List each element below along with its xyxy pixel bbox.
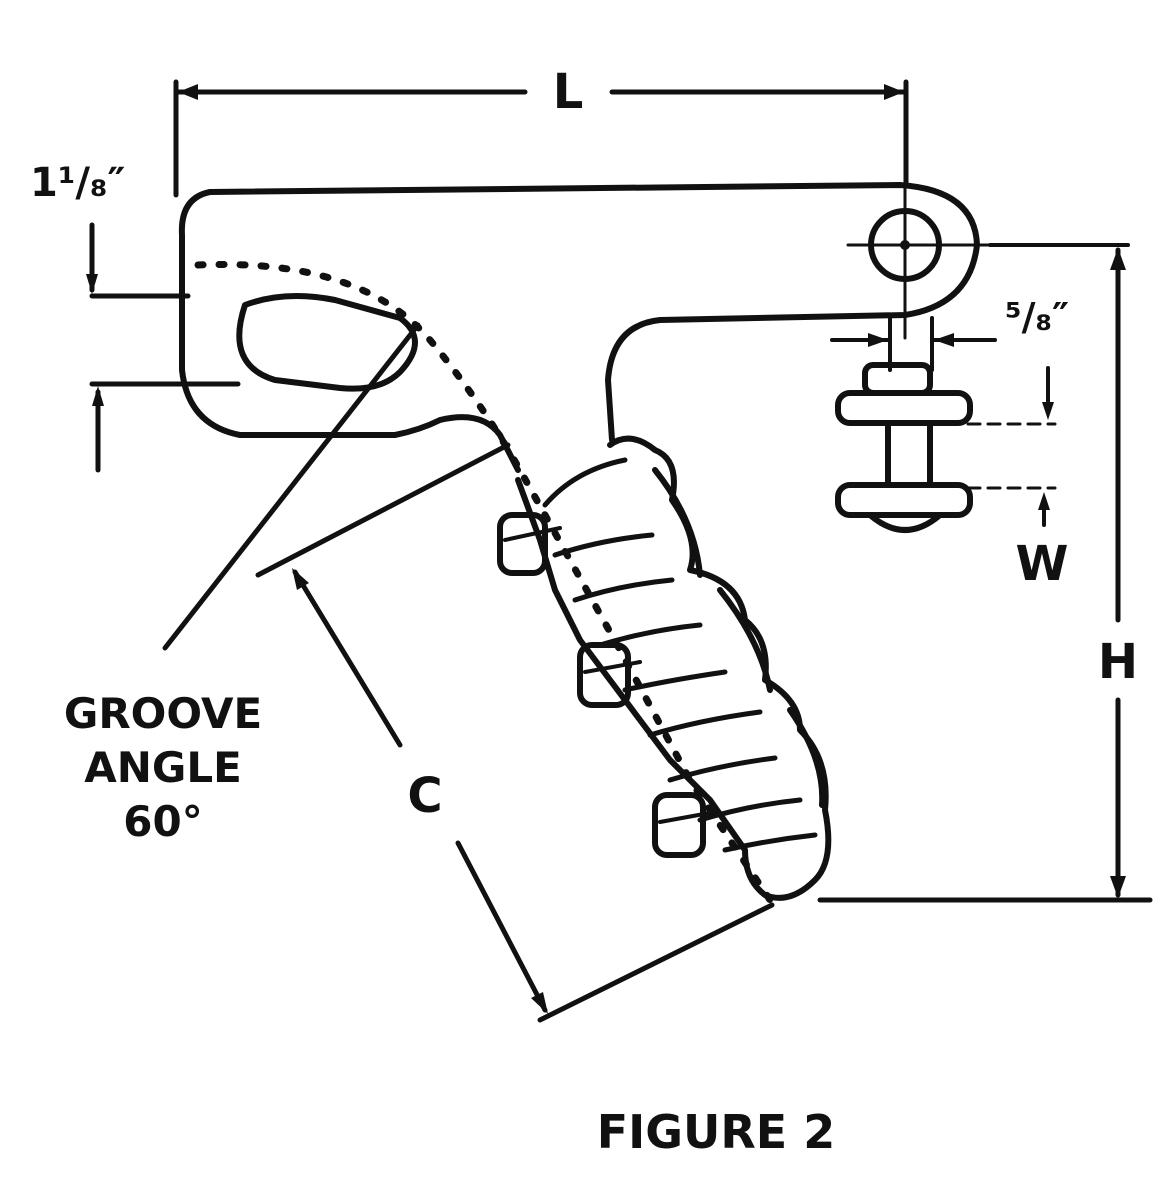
dimension-l-label: L [553, 64, 584, 120]
dimension-l: L [173, 64, 909, 198]
dimension-w-label: W [1016, 536, 1069, 592]
dimension-c-label: C [407, 768, 442, 824]
clevis-pin: ⁵/₈″ W [830, 295, 1069, 592]
dimension-pin-label: ⁵/₈″ [1005, 295, 1069, 339]
figure-caption: FIGURE 2 [597, 1105, 836, 1159]
clamp-body [178, 168, 997, 904]
nut-1 [497, 512, 562, 576]
dimension-clevis-offset-label: 1¹/₈″ [30, 160, 125, 206]
nut-2 [577, 642, 642, 708]
dimension-h-label: H [1098, 634, 1138, 690]
groove-angle-callout: GROOVE ANGLE 60° [64, 322, 421, 846]
dimension-clevis-offset: 1¹/₈″ [30, 160, 241, 473]
dimension-c: C [255, 442, 775, 1023]
groove-angle-line1: GROOVE [64, 689, 262, 738]
groove-angle-line2: ANGLE [84, 743, 242, 792]
groove-angle-line3: 60° [123, 797, 202, 846]
nut-3 [652, 792, 717, 858]
dimension-h: H [817, 243, 1153, 903]
clamp-keeper [497, 435, 832, 901]
